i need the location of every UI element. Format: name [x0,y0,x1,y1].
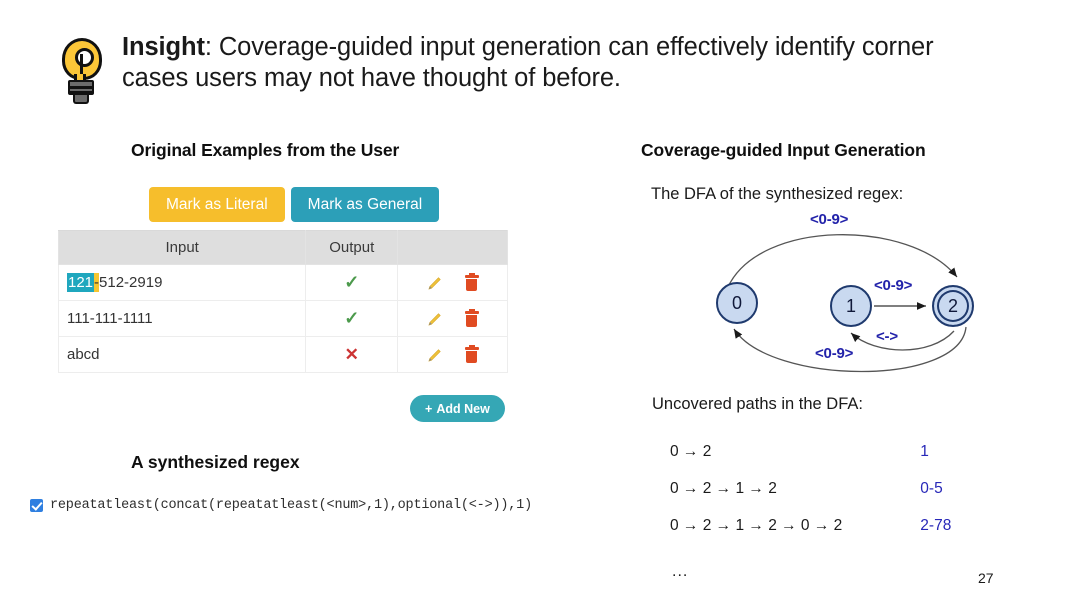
table-row[interactable]: abcd ✕ [57,336,508,373]
mark-as-general-button[interactable]: Mark as General [290,187,440,222]
actions-cell [397,336,508,373]
mark-as-literal-button[interactable]: Mark as Literal [149,187,285,222]
column-header-input: Input [57,230,307,265]
dfa-edge-label-2-to-1: <-> [876,328,898,345]
path-row: 0 → 2 → 1 → 2 0-5 [670,480,951,517]
dfa-state-1[interactable]: 1 [830,285,872,327]
add-new-button[interactable]: + Add New [410,395,505,422]
output-cell: ✓ [305,300,399,337]
literal-highlight[interactable]: 121 [67,273,95,292]
actions-cell [397,264,508,301]
regex-section-heading: A synthesized regex [131,452,300,472]
dfa-state-0[interactable]: 0 [716,282,758,324]
regex-checkbox[interactable] [30,499,43,512]
uncovered-paths-caption: Uncovered paths in the DFA: [652,395,863,413]
dfa-state-2-accepting[interactable]: 2 [932,285,974,327]
table-row[interactable]: 121-512-2919 ✓ [57,264,508,301]
lightbulb-glass [62,38,102,80]
path-expression: 0 → 2 → 1 → 2 → 0 → 2 [670,517,843,534]
path-expression: 0 → 2 [670,443,712,460]
uncovered-paths-table: 0 → 2 1 0 → 2 → 1 → 2 0-5 0 → 2 → 1 → 2 … [670,443,951,554]
edge-2-to-1 [850,330,955,351]
add-new-label: Add New [436,401,490,416]
pass-check-icon: ✓ [344,308,360,328]
plus-icon: + [425,401,433,416]
input-cell[interactable]: abcd [57,336,307,373]
dfa-edges [727,234,967,373]
edit-icon[interactable] [427,311,443,327]
edit-icon[interactable] [427,347,443,363]
input-cell[interactable]: 111-111-1111 [57,300,307,337]
right-panel-heading: Coverage-guided Input Generation [641,140,926,160]
page-number: 27 [978,570,994,586]
left-panel-heading: Original Examples from the User [131,140,400,160]
delete-icon[interactable] [464,344,479,363]
path-value: 0-5 [920,480,943,497]
delete-icon[interactable] [464,308,479,327]
dfa-edge-label-0-to-2: <0-9> [810,211,849,228]
regex-row: repeatatleast(concat(repeatatleast(<num>… [30,498,532,513]
input-rest: 512-2919 [99,274,163,291]
insight-banner: Insight: Coverage-guided input generatio… [54,32,1014,112]
fail-cross-icon: ✕ [344,344,359,364]
mark-button-group: Mark as Literal Mark as General [149,187,440,222]
edge-0-to-2 [727,234,958,288]
column-header-actions [397,230,508,265]
regex-expression: repeatatleast(concat(repeatatleast(<num>… [50,498,532,513]
path-row: 0 → 2 1 [670,443,951,480]
general-highlight[interactable]: - [94,273,100,292]
dfa-edge-label-1-to-2: <0-9> [874,277,913,294]
examples-table: Input Output 121-512-2919 ✓ [57,230,508,373]
insight-text: Insight: Coverage-guided input generatio… [122,32,1002,94]
edge-2-to-0 [733,326,967,373]
column-header-output: Output [305,230,399,265]
path-expression: 0 → 2 → 1 → 2 [670,480,777,497]
dfa-edge-label-2-to-0: <0-9> [815,345,854,362]
table-row[interactable]: 111-111-1111 ✓ [57,300,508,337]
output-cell: ✓ [305,264,399,301]
input-cell[interactable]: 121-512-2919 [57,264,307,301]
lightbulb-filament [80,54,83,76]
insight-bold-lead: Insight [122,33,205,61]
path-value: 2-78 [920,517,952,534]
dfa-diagram: 0 1 2 <0-9> <0-9> <-> <0-9> [680,205,1020,385]
dfa-caption: The DFA of the synthesized regex: [651,185,904,203]
paths-ellipsis: ... [672,563,689,580]
table-header-row: Input Output [57,230,508,265]
insight-body: : Coverage-guided input generation can e… [122,33,934,92]
path-value: 1 [920,443,929,460]
lightbulb-tip [73,95,89,104]
edit-icon[interactable] [427,275,443,291]
lightbulb-icon [54,34,110,108]
pass-check-icon: ✓ [344,272,360,292]
output-cell: ✕ [305,336,399,373]
lightbulb-base [68,80,94,95]
path-row: 0 → 2 → 1 → 2 → 0 → 2 2-78 [670,517,951,554]
actions-cell [397,300,508,337]
delete-icon[interactable] [464,272,479,291]
